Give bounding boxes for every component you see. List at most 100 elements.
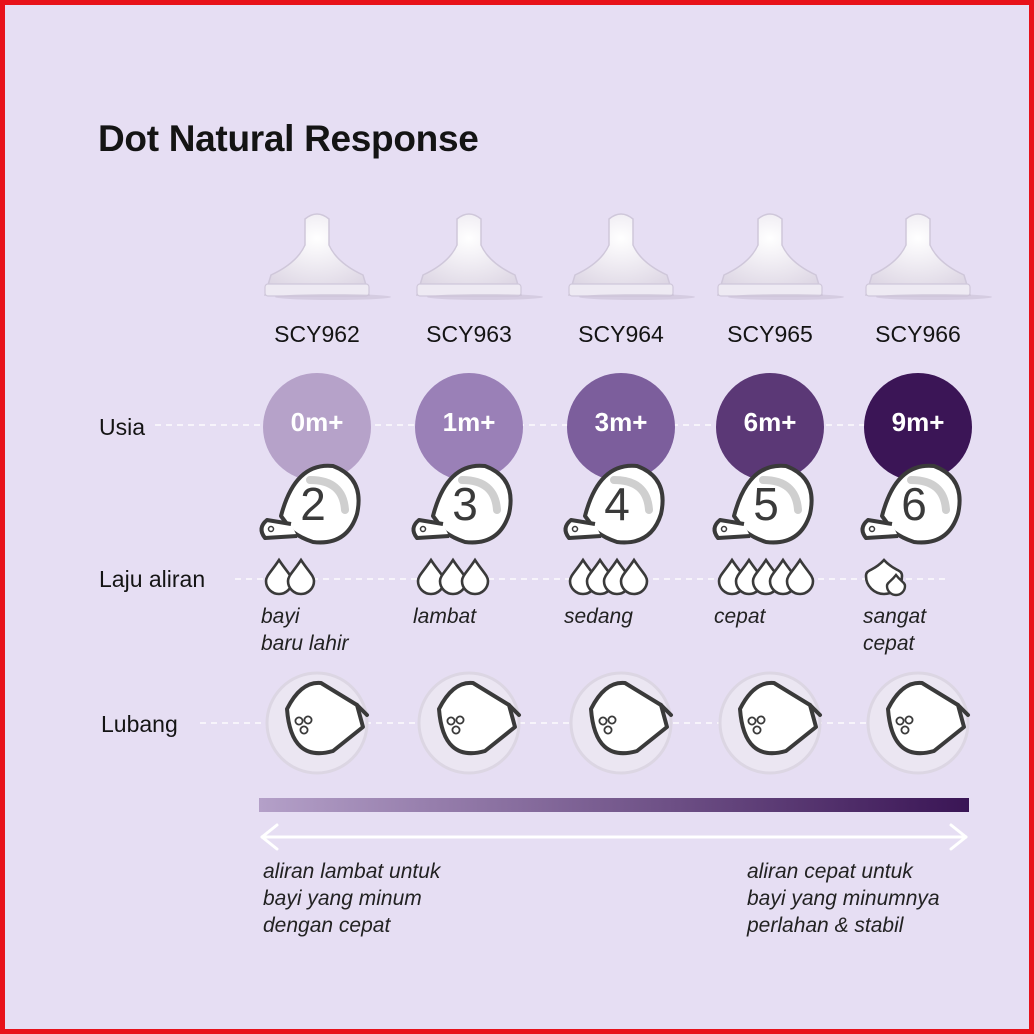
age-circle <box>567 373 675 481</box>
age-label: 9m+ <box>891 407 945 437</box>
badge-shape <box>583 463 665 545</box>
badge-shape <box>732 463 814 545</box>
hole-cut <box>607 715 617 725</box>
hole-nipple <box>437 680 517 756</box>
badge-detail <box>458 476 501 514</box>
bottle-teat-image <box>415 213 543 300</box>
flow-label: bayi baru lahir <box>261 605 349 655</box>
teat-shadow <box>275 294 391 300</box>
hole-cut <box>598 716 608 726</box>
age-circle <box>716 373 824 481</box>
water-drop-icon <box>460 557 490 596</box>
hole-nipple <box>738 680 818 756</box>
scale-note-left: aliran lambat untuk bayi yang minum deng… <box>263 860 441 937</box>
teat-shadow <box>579 294 695 300</box>
nipple-profile-icon <box>259 463 361 545</box>
flow-label: lambat <box>413 605 477 628</box>
hole-cut <box>904 715 914 725</box>
badge-hole <box>720 525 728 533</box>
age-circles <box>263 373 972 481</box>
row-label-flow: Laju aliran <box>99 566 206 592</box>
hole-icons <box>265 671 970 775</box>
badge-tip <box>712 518 751 540</box>
badge-shape <box>279 463 361 545</box>
badge-hole <box>571 525 579 533</box>
hole-cut <box>451 725 461 735</box>
nipple-profile-icon <box>411 463 513 545</box>
flow-label: sedang <box>564 605 633 628</box>
badge-detail <box>907 476 950 514</box>
teat-body <box>567 213 675 296</box>
teat-images <box>263 213 992 300</box>
product-code: SCY962 <box>274 321 360 347</box>
flow-number: 6 <box>901 478 927 530</box>
hole-cut <box>303 715 313 725</box>
hole-cut <box>895 716 905 726</box>
badge-hole <box>868 525 876 533</box>
bottle-teat-image <box>263 213 391 300</box>
hole-nipple <box>589 680 669 756</box>
badge-shape <box>880 463 962 545</box>
badge-detail <box>610 476 653 514</box>
hole-cut <box>900 725 910 735</box>
hole-cut <box>752 725 762 735</box>
flow-label: cepat <box>714 605 766 628</box>
flow-number: 4 <box>604 478 630 530</box>
age-label: 6m+ <box>743 407 797 437</box>
nipple-hole-icon <box>866 671 970 775</box>
badge-detail <box>306 476 349 514</box>
infographic-graphics <box>155 213 992 851</box>
hole-edge <box>355 703 369 717</box>
badge-tip <box>411 518 450 540</box>
flow-label: sangat cepat <box>863 605 927 655</box>
hole-cut <box>756 715 766 725</box>
teat-shadow <box>876 294 992 300</box>
age-circle <box>864 373 972 481</box>
flow-gradient-bar <box>259 798 969 812</box>
age-circle <box>263 373 371 481</box>
product-code: SCY966 <box>875 321 961 347</box>
badge-shape <box>431 463 513 545</box>
teat-shadow <box>427 294 543 300</box>
flow-number: 2 <box>300 478 326 530</box>
flow-badges <box>259 463 962 545</box>
product-code: SCY965 <box>727 321 813 347</box>
bottle-teat-image <box>567 213 695 300</box>
water-drop-icon <box>885 573 907 597</box>
nipple-profile-icon <box>712 463 814 545</box>
badge-hole <box>419 525 427 533</box>
badge-tip <box>860 518 899 540</box>
age-label: 3m+ <box>594 407 648 437</box>
bottle-teat-image <box>716 213 844 300</box>
age-label: 1m+ <box>442 407 496 437</box>
badge-tip <box>563 518 602 540</box>
water-drop-icon <box>785 557 815 596</box>
flow-drops <box>264 557 907 597</box>
hole-cut <box>747 716 757 726</box>
hole-edge <box>659 703 673 717</box>
hole-cut <box>603 725 613 735</box>
scale-note-right: aliran cepat untuk bayi yang minumnya pe… <box>747 860 940 937</box>
hole-edge <box>956 703 970 717</box>
hole-cut <box>294 716 304 726</box>
water-drop-icon <box>286 557 316 596</box>
teat-shadow <box>728 294 844 300</box>
teat-body <box>415 213 523 296</box>
hole-cut <box>455 715 465 725</box>
hole-edge <box>507 703 521 717</box>
nipple-hole-icon <box>417 671 521 775</box>
nipple-hole-icon <box>569 671 673 775</box>
badge-hole <box>267 525 275 533</box>
bottle-teat-image <box>864 213 992 300</box>
badge-detail <box>759 476 802 514</box>
nipple-hole-icon <box>718 671 822 775</box>
nipple-profile-icon <box>860 463 962 545</box>
teat-body <box>716 213 824 296</box>
hole-cut <box>446 716 456 726</box>
row-label-hole: Lubang <box>101 711 178 737</box>
hole-nipple <box>886 680 966 756</box>
nipple-hole-icon <box>265 671 369 775</box>
teat-body <box>864 213 972 296</box>
product-code: SCY964 <box>578 321 664 347</box>
